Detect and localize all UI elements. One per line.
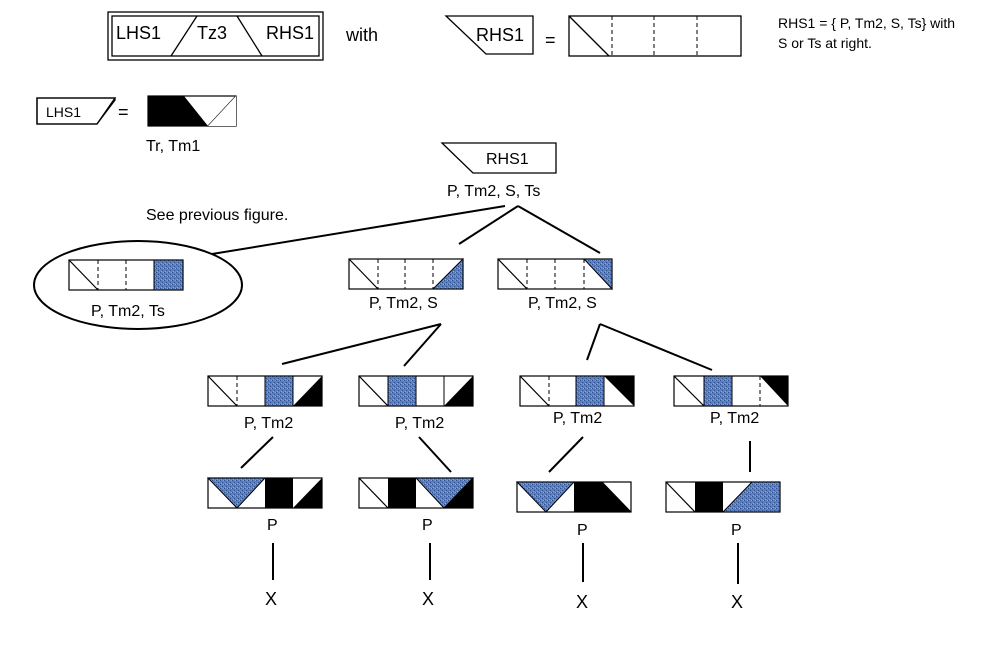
root-box: RHS1: [440, 142, 557, 174]
lhs-def-box: LHS1: [36, 97, 117, 125]
edge-root-to-node1c: [517, 205, 601, 254]
header-rhs-box: RHS1: [444, 15, 534, 55]
level3-node-1: P X: [358, 477, 475, 609]
level1-node-ellipse: P, Tm2, Ts: [33, 240, 243, 330]
level3-result-3: X: [731, 592, 743, 612]
level3-caption-2: P: [577, 522, 588, 539]
level1-node-s-lower: P, Tm2, S: [348, 257, 464, 312]
lhs-def-box-label: LHS1: [46, 104, 81, 120]
level2-caption-1: P, Tm2: [395, 415, 444, 432]
level3-node-3: P X: [665, 481, 781, 612]
header-note-line2: S or Ts at right.: [778, 35, 872, 51]
header-note-line1: RHS1 = { P, Tm2, S, Ts} with: [778, 15, 955, 31]
header-rhs-expansion: [568, 15, 742, 57]
header-rhs-box-label: RHS1: [476, 25, 524, 45]
root-box-label: RHS1: [486, 151, 529, 168]
edge-root-to-ellipse: [211, 205, 506, 255]
edge-1c-to-2c: [586, 323, 601, 361]
level3-result-1: X: [422, 589, 434, 609]
level3-node-2: P X: [515, 481, 632, 612]
edge-1b-to-2a: [281, 323, 442, 365]
tree-edges: [211, 205, 751, 584]
level1-caption-0: P, Tm2, Ts: [91, 303, 165, 320]
edge-1b-to-2b: [403, 323, 442, 367]
level3-caption-0: P: [267, 517, 278, 534]
header-rhs-label: RHS1: [266, 23, 314, 43]
header-tz-label: Tz3: [197, 23, 227, 43]
lhs-def-caption: Tr, Tm1: [146, 138, 200, 155]
level2-node-3: P, Tm2: [673, 375, 789, 427]
edge-2b-to-3b: [418, 436, 452, 473]
level1-caption-2: P, Tm2, S: [528, 295, 597, 312]
root-caption: P, Tm2, S, Ts: [447, 183, 540, 200]
level3-caption-1: P: [422, 517, 433, 534]
level3-result-2: X: [576, 592, 588, 612]
header-lhs-label: LHS1: [116, 23, 161, 43]
level2-node-2: P, Tm2: [519, 375, 635, 427]
header-equals: =: [545, 30, 556, 50]
lhs-def-equals: =: [118, 102, 129, 122]
edge-2a-to-3a: [240, 436, 274, 469]
header-with-word: with: [345, 25, 378, 45]
edge-2c-to-3c: [548, 436, 584, 473]
level2-caption-0: P, Tm2: [244, 415, 293, 432]
header-lhs-tz-rhs-box: LHS1 Tz3 RHS1: [107, 11, 324, 61]
lhs-def-shape: [147, 95, 237, 127]
level3-node-0: P X: [206, 477, 323, 609]
level2-node-1: P, Tm2: [358, 375, 474, 432]
level1-node-s-upper: P, Tm2, S: [497, 258, 613, 312]
level2-caption-3: P, Tm2: [710, 410, 759, 427]
level1-caption-1: P, Tm2, S: [369, 295, 438, 312]
level2-node-0: P, Tm2: [207, 375, 323, 432]
edge-root-to-node1b: [458, 205, 519, 245]
level3-caption-3: P: [731, 522, 742, 539]
edge-1c-to-2d: [599, 323, 713, 371]
level2-caption-2: P, Tm2: [553, 410, 602, 427]
level3-result-0: X: [265, 589, 277, 609]
see-previous-note: See previous figure.: [146, 207, 288, 224]
